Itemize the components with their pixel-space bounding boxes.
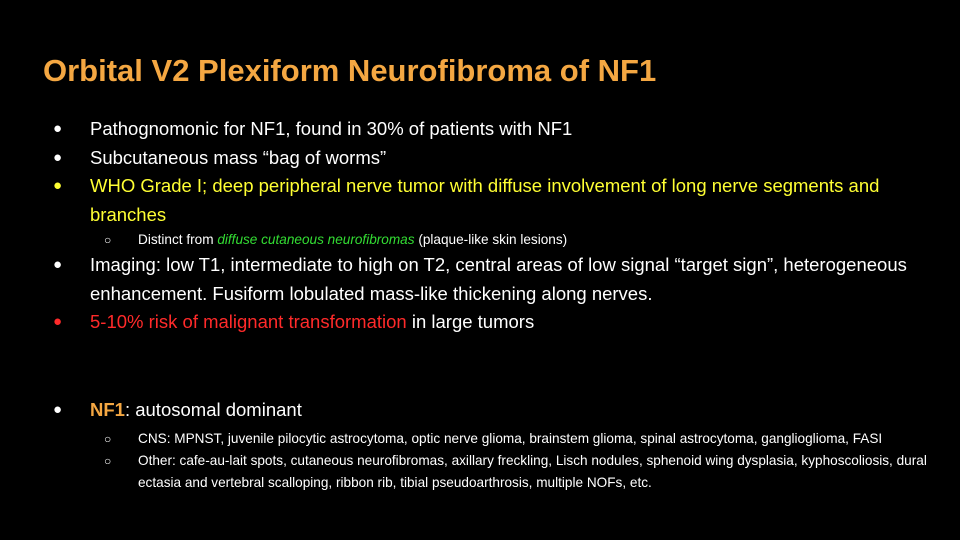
list-item-text: : autosomal dominant	[124, 399, 302, 420]
sub-item-suffix: (plaque-like skin lesions)	[414, 232, 568, 247]
sub-list-item: ○ Other: cafe-au-lait spots, cutaneous n…	[0, 450, 960, 494]
list-item: ● Pathognomonic for NF1, found in 30% of…	[0, 115, 960, 144]
list-item-highlighted: ● WHO Grade I; deep peripheral nerve tum…	[0, 172, 960, 229]
bullet-icon: ●	[53, 148, 63, 166]
hollow-bullet-icon: ○	[104, 233, 112, 247]
main-bullet-list: ● Pathognomonic for NF1, found in 30% of…	[0, 115, 960, 337]
list-item: ● Subcutaneous mass “bag of worms”	[0, 144, 960, 173]
list-item: ● 5-10% risk of malignant transformation…	[0, 308, 960, 337]
nf1-bullet-list: ● NF1: autosomal dominant ○ CNS: MPNST, …	[0, 396, 960, 494]
list-item-text: Imaging: low T1, intermediate to high on…	[90, 254, 907, 304]
list-item-text: Pathognomonic for NF1, found in 30% of p…	[90, 118, 573, 139]
bullet-icon: ●	[53, 177, 63, 194]
hollow-bullet-icon: ○	[104, 453, 112, 468]
sub-list-item: ○ CNS: MPNST, juvenile pilocytic astrocy…	[0, 428, 960, 450]
list-item: ● NF1: autosomal dominant	[0, 396, 960, 425]
bullet-icon: ●	[53, 401, 63, 418]
risk-highlight: 5-10% risk of malignant transformation	[90, 311, 407, 332]
sub-item-text: Other: cafe-au-lait spots, cutaneous neu…	[138, 452, 927, 490]
nf1-label: NF1	[90, 399, 125, 420]
slide-title: Orbital V2 Plexiform Neurofibroma of NF1	[43, 53, 657, 88]
hollow-bullet-icon: ○	[104, 431, 112, 446]
bullet-icon: ●	[53, 120, 63, 137]
sub-item-highlight: diffuse cutaneous neurofibromas	[217, 232, 415, 247]
sub-item-prefix: Distinct from	[138, 232, 218, 247]
sub-item-text: CNS: MPNST, juvenile pilocytic astrocyto…	[138, 430, 883, 446]
list-item-text: WHO Grade I; deep peripheral nerve tumor…	[90, 175, 880, 225]
list-item-text: Subcutaneous mass “bag of worms”	[90, 146, 387, 168]
bullet-icon: ●	[53, 256, 63, 273]
list-item-text: in large tumors	[406, 311, 535, 332]
sub-list-item: ○ Distinct from diffuse cutaneous neurof…	[0, 229, 960, 251]
bullet-icon: ●	[53, 313, 63, 330]
list-item: ● Imaging: low T1, intermediate to high …	[0, 251, 960, 308]
